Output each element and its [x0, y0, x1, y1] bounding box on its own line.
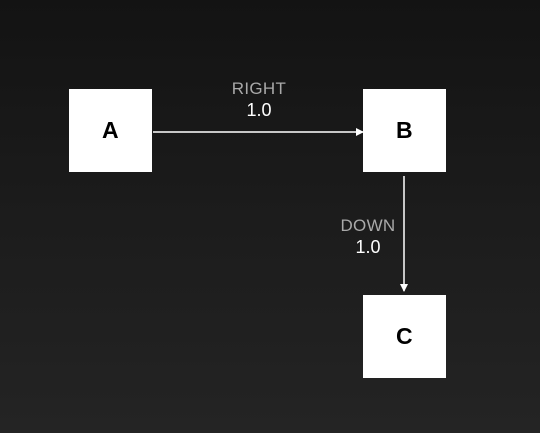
node-c: C [363, 295, 446, 378]
node-b-label: B [395, 117, 414, 143]
node-a-label: A [101, 117, 120, 143]
node-c-label: C [395, 323, 414, 349]
node-b: B [363, 89, 446, 172]
node-a: A [69, 89, 152, 172]
edge-a-to-b-weight: 1.0 [246, 100, 272, 120]
edge-b-to-c-direction: DOWN [340, 216, 396, 235]
edge-b-to-c-label: DOWN 1.0 [328, 217, 408, 256]
edge-a-to-b-direction: RIGHT [231, 79, 287, 98]
edge-a-to-b-label: RIGHT 1.0 [219, 80, 299, 119]
edge-b-to-c-weight: 1.0 [355, 237, 381, 257]
